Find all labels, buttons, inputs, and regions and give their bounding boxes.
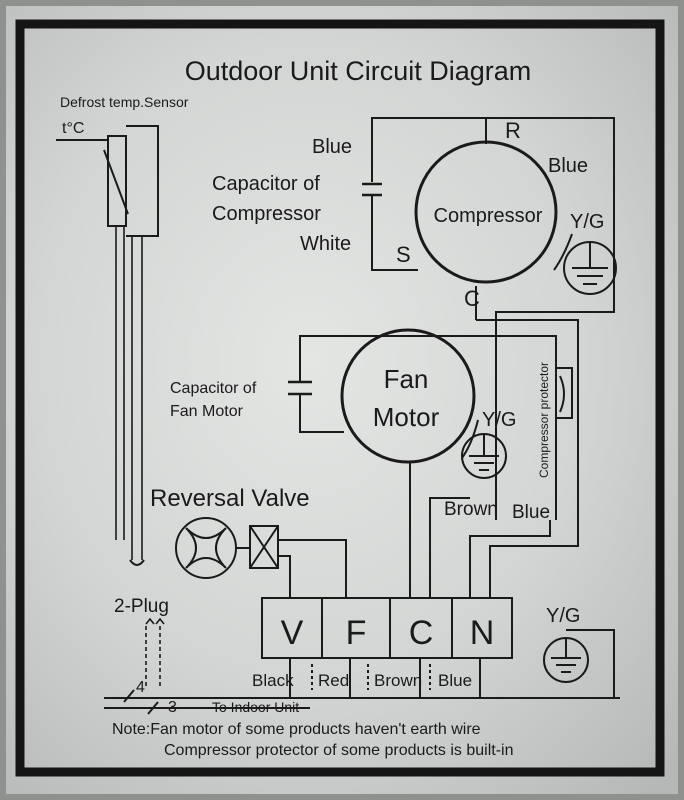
diagram-title: Outdoor Unit Circuit Diagram (185, 56, 532, 86)
terminal-f: F (346, 614, 367, 652)
plug-label: 2-Plug (114, 596, 169, 617)
right-ground-label: Y/G (546, 605, 580, 627)
compressor-wire-white: White (300, 233, 351, 255)
reversal-valve-symbol (175, 517, 347, 598)
compressor-ground-arc (553, 233, 573, 271)
fan-capacitor-line1: Capacitor of (170, 380, 257, 397)
plug-symbol (145, 617, 165, 688)
plate-border (15, 19, 665, 777)
compressor-circuit-wires (362, 117, 615, 520)
compressor-label: Compressor (434, 205, 543, 227)
indoor-count-right: 3 (168, 699, 177, 716)
fan-ground-icon (461, 433, 507, 479)
fan-motor-label-line2: Motor (373, 402, 440, 432)
fan-motor-symbol (340, 328, 476, 464)
compressor-capacitor-line1: Capacitor of (212, 173, 320, 195)
note-line-2: Compressor protector of some products is… (164, 742, 513, 759)
wire-label-blue: Blue (512, 502, 550, 523)
compressor-ground-label: Y/G (570, 211, 604, 233)
note-line-1: Note:Fan motor of some products haven't … (112, 721, 481, 738)
compressor-terminal-s: S (396, 242, 411, 267)
compressor-terminal-r: R (505, 118, 521, 143)
fan-motor-label-line1: Fan (384, 364, 429, 394)
terminal-color-black: Black (252, 671, 294, 690)
indoor-bus-lines (104, 689, 620, 715)
reversal-valve-label: Reversal Valve (150, 485, 310, 512)
terminal-c: C (409, 614, 434, 652)
defrost-sensor-symbol (56, 125, 159, 566)
terminal-color-blue: Blue (438, 671, 472, 690)
compressor-capacitor-line2: Compressor (212, 203, 321, 225)
compressor-protector-symbol (555, 367, 573, 419)
fan-ground-label: Y/G (482, 409, 516, 431)
terminal-n: N (470, 614, 495, 652)
compressor-terminal-c: C (464, 286, 480, 311)
fan-circuit-wires (288, 335, 579, 598)
terminal-v: V (281, 614, 304, 652)
terminal-block (261, 597, 513, 698)
terminal-color-brown: Brown (374, 671, 422, 690)
compressor-wire-blue-right: Blue (548, 155, 588, 177)
indoor-count-left: 4 (136, 679, 145, 696)
fan-capacitor-line2: Fan Motor (170, 403, 244, 420)
compressor-protector-label: Compressor protector (537, 362, 551, 478)
wire-label-brown: Brown (444, 499, 498, 520)
compressor-symbol (414, 140, 558, 284)
right-ground-icon (543, 629, 615, 698)
fan-ground-arc (461, 419, 479, 459)
indoor-unit-label: To Indoor Unit (212, 699, 299, 715)
sensor-symbol: t°C (62, 120, 84, 137)
terminal-color-red: Red (318, 671, 349, 690)
compressor-wire-blue-left: Blue (312, 136, 352, 158)
sensor-label: Defrost temp.Sensor (60, 94, 189, 110)
compressor-ground-icon (563, 241, 617, 295)
